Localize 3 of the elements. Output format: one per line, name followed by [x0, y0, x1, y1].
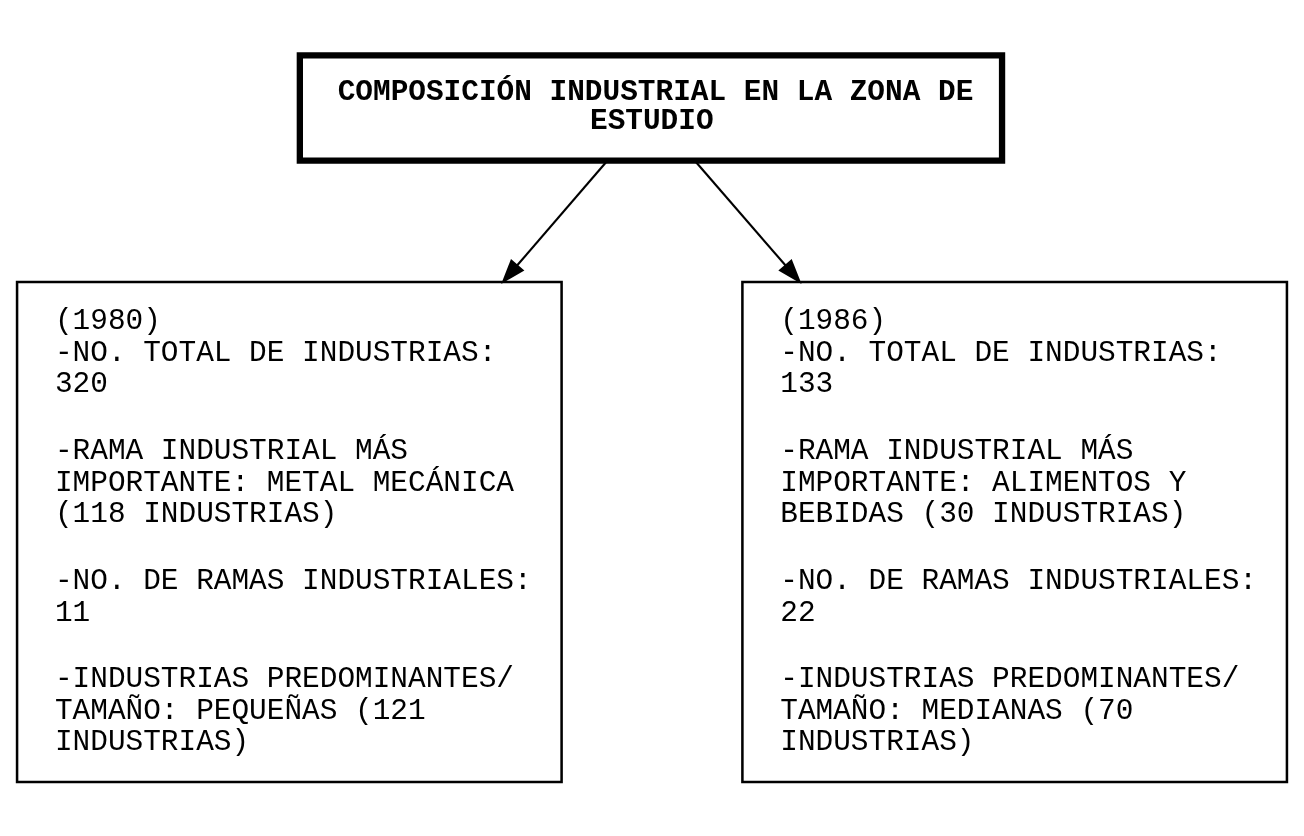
node-box: (1986) -NO. TOTAL DE INDUSTRIAS: 133 -RAMA INDUSTRIAL MÁS IMPORTANTE: ALIMENTOS Y BEBIDAS (30 INDUSTRIAS) -NO. DE RAMAS INDUSTRIALES: 22 -INDUSTRIAS PREDOMINANTES/ TAMAÑO: MEDIANAS (70 INDUSTRIAS) [741, 280, 1289, 783]
node-box: (1980) -NO. TOTAL DE INDUSTRIAS: 320 -RAMA INDUSTRIAL MÁS IMPORTANTE: METAL MECÁNICA (118 INDUSTRIAS) -NO. DE RAMAS INDUSTRIALES: 11 -INDUSTRIAS PREDOMINANTES/ TAMAÑO: PEQUEÑAS (121 INDUSTRIAS) [15, 280, 563, 783]
node-box: COMPOSICIÓN INDUSTRIAL EN LA ZONA DE ESTUDIO [296, 51, 1006, 164]
